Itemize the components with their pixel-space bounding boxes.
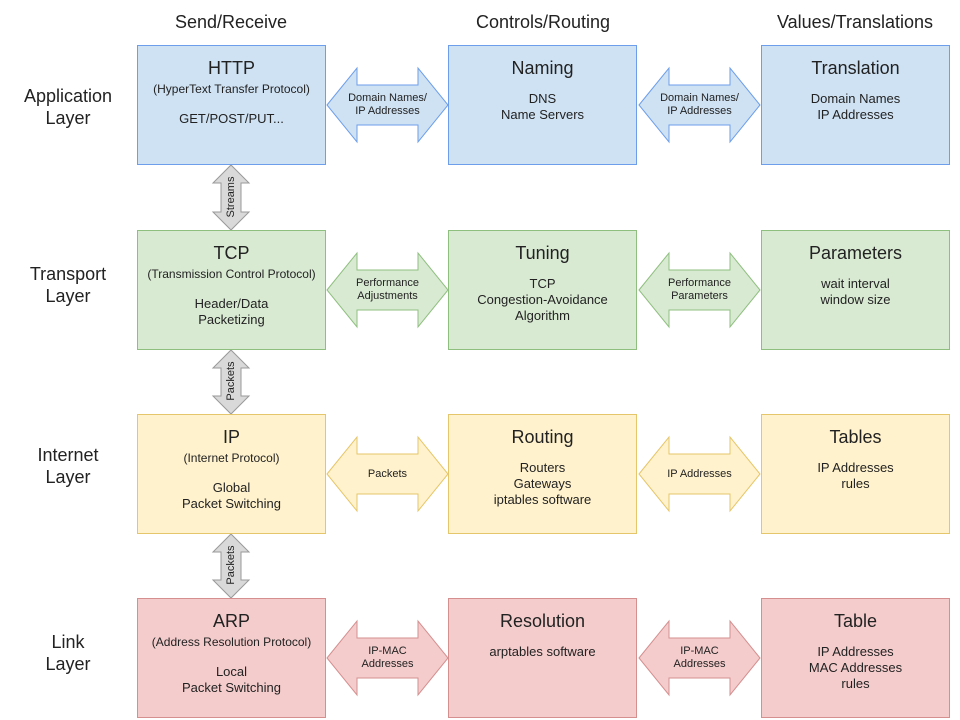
- box-body-line: IP Addresses: [817, 644, 894, 659]
- box-title: ARP: [212, 611, 250, 631]
- box-body-line: Congestion-Avoidance: [477, 292, 608, 307]
- box-application-send-receive: HTTP (HyperText Transfer Protocol) GET/POS…: [137, 45, 326, 165]
- box-body-line: Packet Switching: [182, 496, 281, 511]
- v-arrow-label: Streams: [225, 176, 237, 217]
- box-body-line: iptables software: [493, 492, 592, 507]
- box-title: HTTP: [208, 58, 255, 78]
- box-body-line: window size: [820, 292, 891, 307]
- h-arrow-label-line: Performance: [356, 277, 419, 289]
- h-arrow-label-line: Packets: [367, 467, 408, 480]
- box-body-line: Routers: [519, 460, 566, 475]
- box-subtitle: (Address Resolution Protocol): [151, 635, 312, 649]
- h-arrow-label: Domain Names/IP Addresses: [327, 92, 448, 118]
- h-arrow-label-line: IP Addresses: [667, 467, 732, 480]
- box-body-line: rules: [841, 476, 870, 491]
- box-body-line: TCP: [529, 276, 556, 291]
- box-body-line: Packet Switching: [182, 680, 281, 695]
- box-title: Naming: [511, 58, 574, 78]
- h-arrow-label-line: Adjustments: [357, 290, 418, 302]
- v-arrow-label: Packets: [225, 545, 237, 585]
- v-arrow-label: Packets: [225, 361, 237, 401]
- box-subtitle: (HyperText Transfer Protocol): [153, 82, 310, 96]
- box-title: TCP: [213, 243, 250, 263]
- box-title: Tuning: [515, 243, 570, 263]
- box-body-line: Packetizing: [198, 312, 265, 327]
- h-arrow-label: IP Addresses: [639, 468, 760, 481]
- box-body-line: IP Addresses: [817, 107, 894, 122]
- box-title: Resolution: [499, 611, 586, 631]
- box-body-line: Name Servers: [500, 107, 585, 122]
- box-body-line: Local: [215, 664, 248, 679]
- box-title: Translation: [811, 58, 900, 78]
- h-arrow-label-line: IP-MAC: [680, 645, 719, 657]
- box-body-line: GET/POST/PUT...: [179, 111, 284, 126]
- h-arrow-label-line: IP Addresses: [667, 105, 732, 117]
- column-header-controls-routing: Controls/Routing: [475, 12, 611, 32]
- h-arrow-label-line: Addresses: [673, 658, 726, 670]
- h-arrow-label-line: Domain Names/: [660, 92, 739, 104]
- h-arrow-label-line: Addresses: [361, 658, 414, 670]
- box-subtitle: (Internet Protocol): [183, 451, 280, 465]
- box-body-line: Gateways: [513, 476, 572, 491]
- box-title: IP: [222, 427, 240, 447]
- box-transport-send-receive: TCP (Transmission Control Protocol) Header…: [137, 230, 326, 350]
- h-arrow-label-line: IP Addresses: [355, 105, 420, 117]
- box-title: Table: [833, 611, 878, 631]
- box-body-line: Global: [212, 480, 251, 495]
- h-arrow-label-line: Performance: [668, 277, 731, 289]
- box-body-line: DNS: [528, 91, 557, 106]
- box-body-line: Algorithm: [515, 308, 570, 323]
- box-body-line: Header/Data: [194, 296, 269, 311]
- h-arrow-label: Domain Names/IP Addresses: [639, 92, 760, 118]
- box-title: Parameters: [808, 243, 903, 263]
- column-header-values-translations: Values/Translations: [776, 12, 934, 32]
- box-body-line: rules: [841, 676, 870, 691]
- box-body-line: MAC Addresses: [808, 660, 903, 675]
- h-arrow-label: Packets: [327, 468, 448, 481]
- h-arrow-label-line: IP-MAC: [368, 645, 407, 657]
- h-arrow-label-line: Parameters: [671, 290, 728, 302]
- column-header-send-receive: Send/Receive: [174, 12, 288, 32]
- box-link-controls-routing: Resolution arptables software: [448, 598, 637, 718]
- box-body-line: Domain Names: [810, 91, 901, 106]
- box-title: Tables: [829, 427, 882, 447]
- box-title: Routing: [511, 427, 574, 447]
- h-arrow-label-line: Domain Names/: [348, 92, 427, 104]
- box-body-line: arptables software: [489, 644, 596, 659]
- box-subtitle: (Transmission Control Protocol): [147, 267, 316, 281]
- box-body-line: wait interval: [821, 276, 890, 291]
- box-body-line: IP Addresses: [817, 460, 894, 475]
